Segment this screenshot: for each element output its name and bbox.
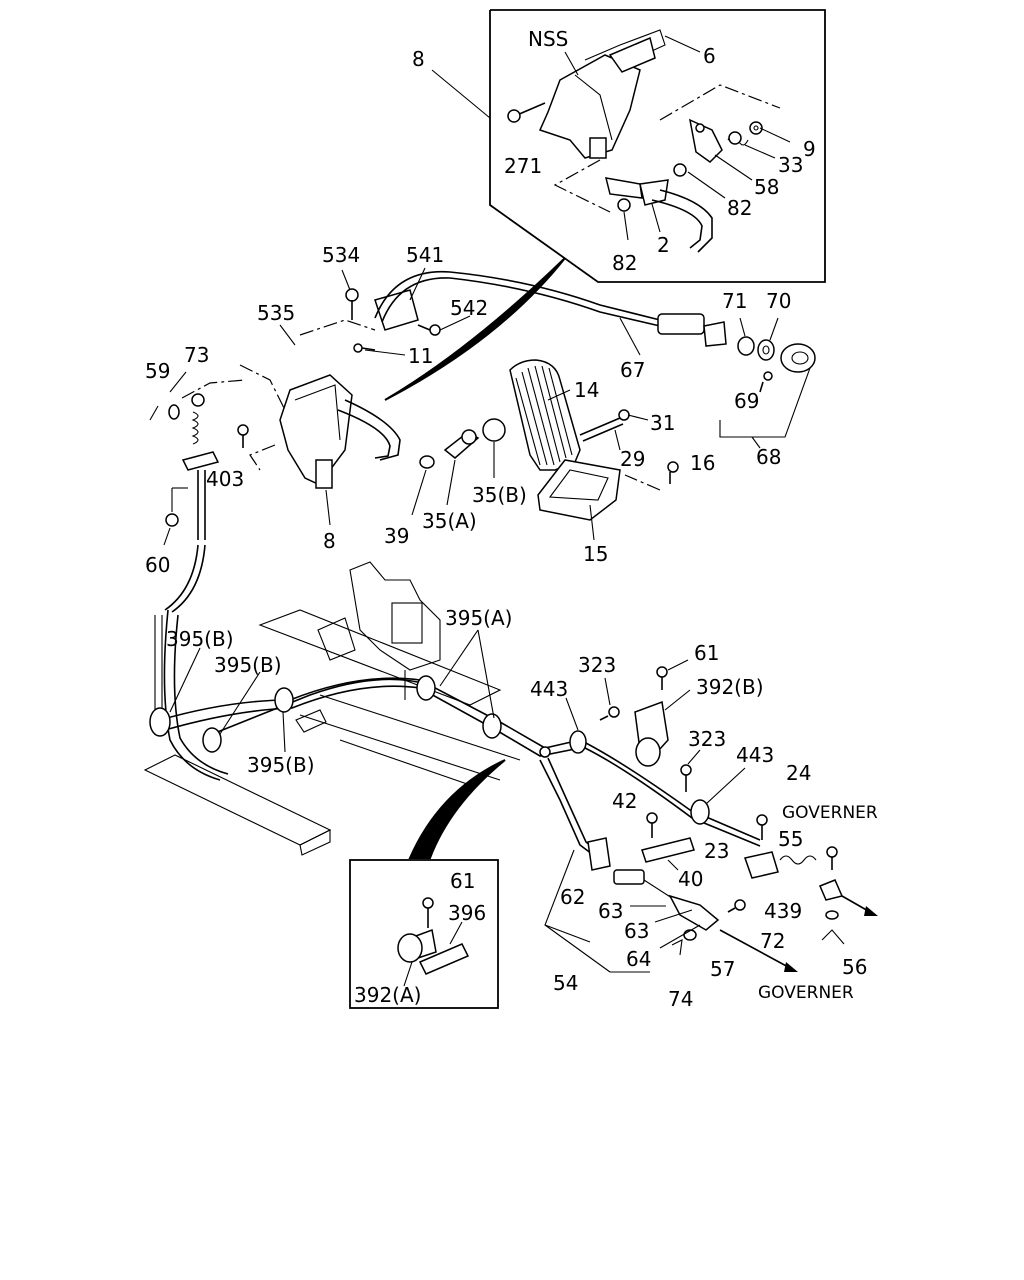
callout-29: 29: [620, 447, 645, 471]
callout-443-lower: 443: [736, 743, 774, 767]
callout-396: 396: [448, 901, 486, 925]
detail-box-nss: [431, 9, 826, 283]
callout-439: 439: [764, 899, 802, 923]
callout-72: 72: [760, 929, 785, 953]
callout-542: 542: [450, 296, 488, 320]
callout-60: 60: [145, 553, 170, 577]
callout-63-upper: 63: [598, 899, 623, 923]
callout-63-lower: 63: [624, 919, 649, 943]
callout-62: 62: [560, 885, 585, 909]
callout-39: 39: [384, 524, 409, 548]
callout-534: 534: [322, 243, 360, 267]
callout-55: 55: [778, 827, 803, 851]
callout-323-lower: 323: [688, 727, 726, 751]
magnifier-wedge-bottom: [408, 759, 506, 859]
callout-8-middle: 8: [323, 529, 336, 553]
callout-61-upper: 61: [694, 641, 719, 665]
upper-accelerator-cable: [374, 270, 816, 449]
governer-label-top: GOVERNER: [782, 803, 878, 823]
callout-392a: 392(A): [354, 983, 421, 1007]
callout-40: 40: [678, 867, 703, 891]
governer-label-bottom: GOVERNER: [758, 983, 854, 1003]
callout-nss: NSS: [528, 27, 568, 51]
callout-74: 74: [668, 987, 693, 1011]
callout-535: 535: [257, 301, 295, 325]
callout-271: 271: [504, 154, 542, 178]
callout-42: 42: [612, 789, 637, 813]
magnifier-wedge-top: [384, 257, 566, 401]
callout-395b-1: 395(B): [166, 627, 234, 651]
callout-56: 56: [842, 955, 867, 979]
callout-392b: 392(B): [696, 675, 764, 699]
callout-71: 71: [722, 289, 747, 313]
accelerator-pedal: [509, 359, 679, 541]
callout-82-upper: 82: [727, 196, 752, 220]
callout-16: 16: [690, 451, 715, 475]
callout-395a: 395(A): [445, 606, 512, 630]
callout-2: 2: [657, 233, 670, 257]
callout-8-top: 8: [412, 47, 425, 71]
callout-69: 69: [734, 389, 759, 413]
callout-64: 64: [626, 947, 651, 971]
pedal-stop-parts: [411, 418, 506, 516]
callout-443-upper: 443: [530, 677, 568, 701]
detail-box-clamp: [349, 859, 499, 1009]
callout-15: 15: [583, 542, 608, 566]
callout-323-upper: 323: [578, 653, 616, 677]
callout-57: 57: [710, 957, 735, 981]
lower-cable-routing: [149, 609, 878, 973]
callout-82-lower: 82: [612, 251, 637, 275]
callout-70: 70: [766, 289, 791, 313]
callout-67: 67: [620, 358, 645, 382]
callout-9: 9: [803, 137, 816, 161]
callout-58: 58: [754, 175, 779, 199]
part-callouts: 8 NSS 6 9 33 271 58 82 2 82 534 541 542 …: [145, 27, 878, 1011]
callout-24: 24: [786, 761, 811, 785]
callout-33: 33: [778, 153, 803, 177]
left-vertical-cable: [149, 371, 246, 613]
callout-395b-2: 395(B): [214, 653, 282, 677]
callout-68: 68: [756, 445, 781, 469]
callout-11: 11: [408, 344, 433, 368]
callout-395b-3: 395(B): [247, 753, 315, 777]
callout-35b: 35(B): [472, 483, 527, 507]
callout-541: 541: [406, 243, 444, 267]
callout-35a: 35(A): [422, 509, 477, 533]
callout-6: 6: [703, 44, 716, 68]
callout-31: 31: [650, 411, 675, 435]
callout-61-lower: 61: [450, 869, 475, 893]
callout-23: 23: [704, 839, 729, 863]
callout-14: 14: [574, 378, 599, 402]
callout-403: 403: [206, 467, 244, 491]
callout-73: 73: [184, 343, 209, 367]
pedal-bracket-assembly: [237, 267, 471, 526]
callout-54: 54: [553, 971, 578, 995]
callout-59: 59: [145, 359, 170, 383]
